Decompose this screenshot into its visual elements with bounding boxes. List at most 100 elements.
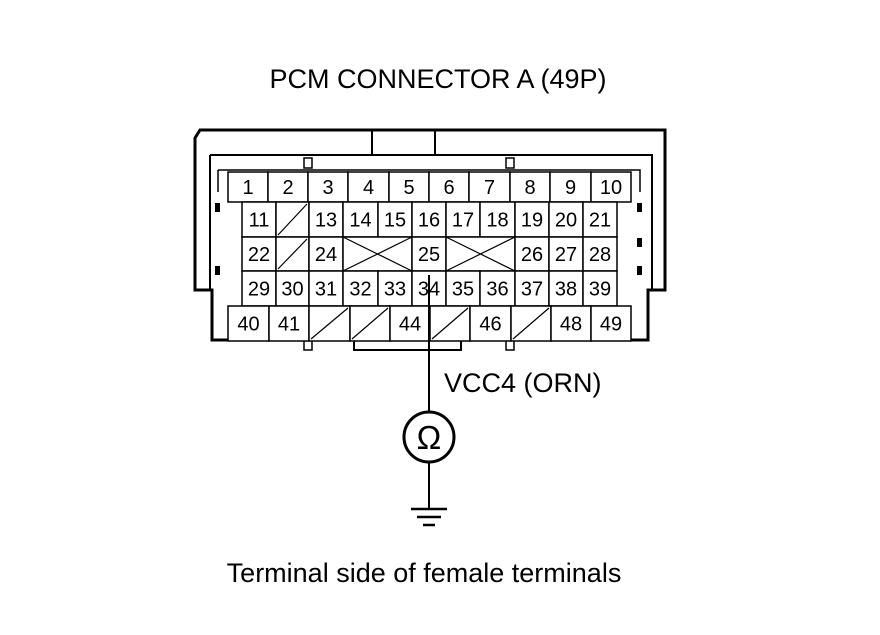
terminal-empty — [275, 236, 310, 272]
terminal-empty — [342, 236, 413, 272]
terminal-cavity — [509, 171, 551, 203]
terminal-cavity — [445, 270, 481, 307]
terminal-cavity — [548, 270, 584, 307]
terminal-number: 20 — [555, 210, 577, 232]
terminal-cavity — [241, 201, 277, 238]
terminal-number: 36 — [486, 279, 508, 301]
terminal-39: 39 — [582, 270, 618, 307]
terminal-number: 28 — [589, 244, 611, 266]
terminal-cavity — [582, 270, 618, 307]
terminal-number: 16 — [418, 210, 440, 232]
ground-icon — [411, 507, 447, 527]
terminal-number: 2 — [282, 177, 293, 199]
terminal-27: 27 — [548, 236, 584, 272]
terminal-number: 13 — [315, 210, 337, 232]
unused-cavity-mark — [277, 238, 308, 270]
terminal-number: 3 — [322, 177, 333, 199]
unused-cavity-mark — [310, 307, 349, 340]
terminal-28: 28 — [582, 236, 618, 272]
terminal-6: 6 — [428, 171, 470, 203]
terminal-cavity — [590, 171, 632, 203]
housing-latch-marks — [215, 203, 642, 275]
terminal-8: 8 — [509, 171, 551, 203]
terminal-11: 11 — [241, 201, 277, 238]
terminal-cavity — [411, 236, 447, 272]
terminal-number: 40 — [237, 314, 259, 336]
terminal-cavity — [582, 201, 618, 238]
terminal-26: 26 — [514, 236, 550, 272]
terminal-number: 17 — [452, 210, 474, 232]
terminal-31: 31 — [308, 270, 344, 307]
terminal-16: 16 — [411, 201, 447, 238]
terminal-number: 15 — [384, 210, 406, 232]
terminal-40: 40 — [227, 305, 270, 342]
terminal-20: 20 — [548, 201, 584, 238]
terminal-number: 7 — [484, 177, 495, 199]
terminal-15: 15 — [377, 201, 413, 238]
terminal-number: 38 — [555, 279, 577, 301]
terminal-number: 5 — [403, 177, 414, 199]
terminal-3: 3 — [307, 171, 349, 203]
terminal-2: 2 — [267, 171, 309, 203]
unused-cavity-mark — [512, 307, 550, 340]
terminal-9: 9 — [549, 171, 592, 203]
terminal-number: 35 — [452, 279, 474, 301]
unused-cavity-mark — [351, 307, 389, 340]
terminal-number: 41 — [278, 314, 300, 336]
terminal-number: 24 — [315, 244, 337, 266]
wire-label: VCC4 (ORN) — [444, 368, 602, 398]
terminal-36: 36 — [479, 270, 516, 307]
terminal-number: 21 — [589, 210, 611, 232]
terminal-number: 30 — [281, 279, 303, 301]
terminal-number: 22 — [248, 244, 270, 266]
terminal-number: 25 — [418, 244, 440, 266]
terminal-number: 6 — [443, 177, 454, 199]
terminal-number: 33 — [384, 279, 406, 301]
terminal-cavity — [428, 171, 470, 203]
terminal-number: 26 — [521, 244, 543, 266]
terminal-4: 4 — [347, 171, 390, 203]
blank-cavity-mark — [342, 236, 413, 272]
terminal-37: 37 — [514, 270, 550, 307]
terminal-number: 27 — [555, 244, 577, 266]
terminal-41: 41 — [268, 305, 310, 342]
terminal-33: 33 — [377, 270, 413, 307]
terminal-cavity — [389, 305, 431, 342]
terminal-1: 1 — [227, 171, 269, 203]
terminal-17: 17 — [445, 201, 481, 238]
terminal-29: 29 — [241, 270, 277, 307]
terminal-number: 10 — [600, 177, 622, 199]
terminal-cavity — [377, 270, 413, 307]
terminal-cavity — [268, 305, 310, 342]
terminal-21: 21 — [582, 201, 618, 238]
terminal-empty — [429, 305, 471, 342]
terminal-cavity — [550, 305, 592, 342]
terminal-cavity — [307, 171, 349, 203]
terminal-19: 19 — [514, 201, 550, 238]
terminal-5: 5 — [388, 171, 430, 203]
terminal-30: 30 — [275, 270, 310, 307]
terminal-49: 49 — [590, 305, 632, 342]
terminal-number: 9 — [565, 177, 576, 199]
terminal-cavity — [388, 171, 430, 203]
terminal-number: 48 — [560, 314, 582, 336]
terminal-44: 44 — [389, 305, 431, 342]
terminal-cavity — [469, 305, 512, 342]
terminal-number: 4 — [363, 177, 374, 199]
terminal-empty — [308, 305, 351, 342]
ohm-symbol: Ω — [417, 419, 442, 456]
terminal-46: 46 — [469, 305, 512, 342]
terminal-number: 39 — [589, 279, 611, 301]
terminal-empty — [445, 236, 516, 272]
terminal-cavity — [308, 201, 344, 238]
terminal-22: 22 — [241, 236, 277, 272]
diagram-title: PCM CONNECTOR A (49P) — [269, 64, 606, 94]
terminal-10: 10 — [590, 171, 632, 203]
terminal-empty — [349, 305, 391, 342]
terminal-cavity — [590, 305, 632, 342]
terminal-cavity — [377, 201, 413, 238]
terminal-number: 49 — [600, 314, 622, 336]
terminal-empty — [275, 201, 310, 238]
diagram-caption: Terminal side of female terminals — [227, 558, 622, 588]
